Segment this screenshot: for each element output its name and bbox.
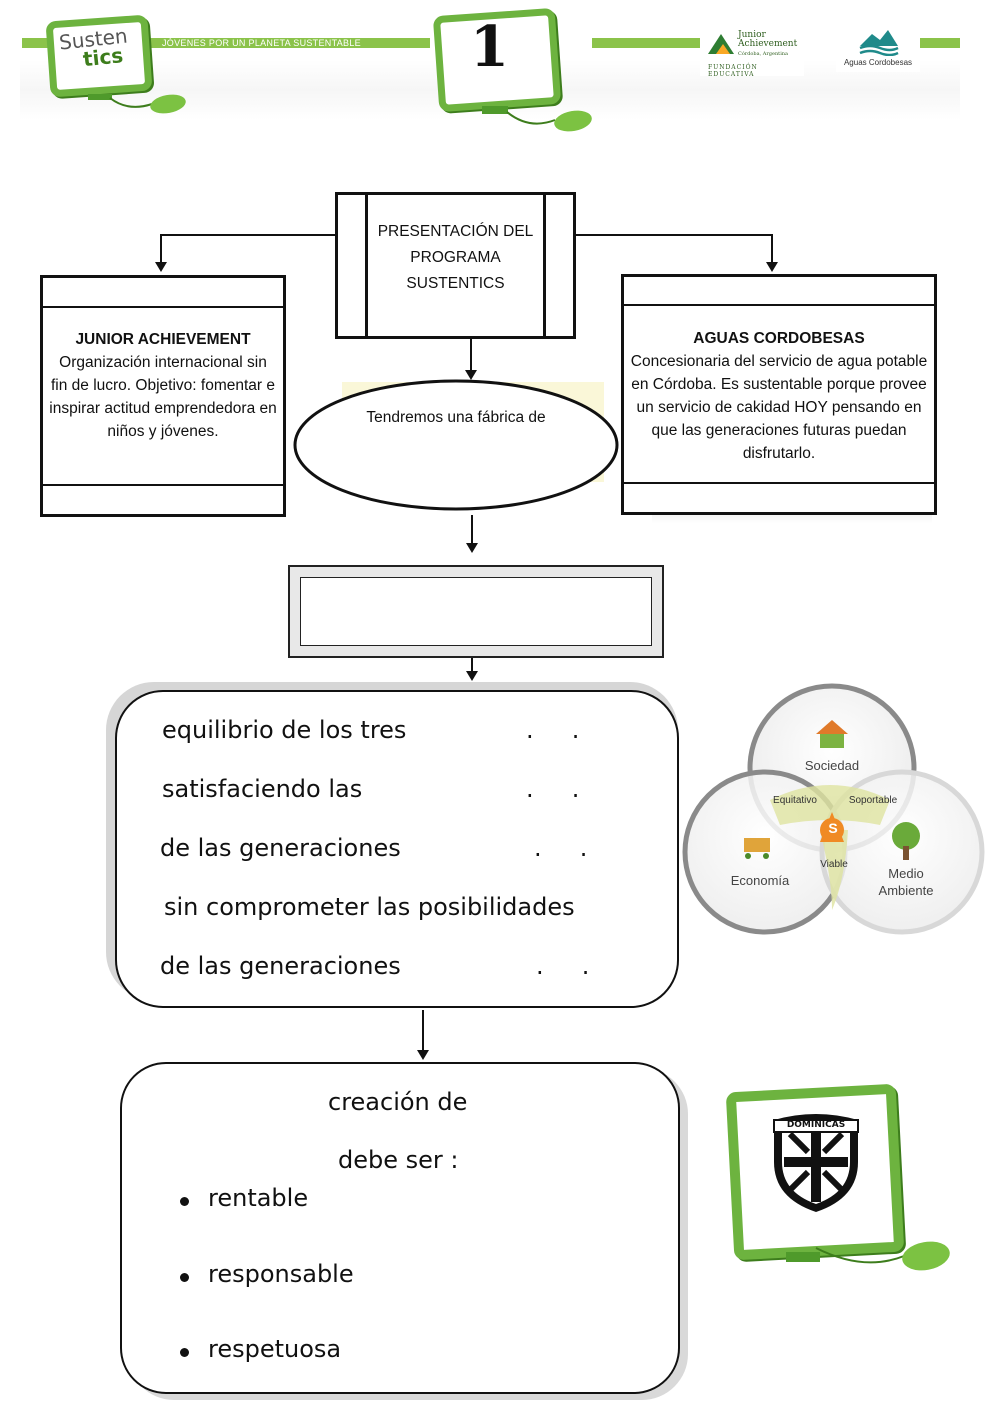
aguas-logo: Aguas Cordobesas [836, 26, 920, 72]
definition-line-1: equilibrio de los tres [162, 716, 407, 744]
venn-viable: Viable [820, 859, 848, 870]
connector-line [160, 234, 336, 236]
tagline: JÓVENES POR UN PLANETA SUSTENTABLE [162, 38, 361, 48]
arrow-head [417, 1050, 429, 1060]
definition-dots-1: . . [526, 716, 580, 744]
header-bar-right [920, 38, 960, 48]
school-banner: DOMINICAS [786, 1120, 846, 1130]
ellipse-text: Tendremos una fábrica de [366, 409, 546, 426]
connector-line [422, 1010, 424, 1050]
definition-dots-2: . . [526, 775, 580, 803]
ja-sub: FUNDACIÓN EDUCATIVA [708, 64, 758, 78]
venn-medio: Medio [888, 866, 924, 881]
venn-circles [682, 683, 985, 935]
mountain-icon [708, 34, 734, 54]
bottom-line1: creación de [328, 1088, 468, 1116]
venn-ambiente: Ambiente [878, 883, 934, 898]
bullet-icon [180, 1197, 189, 1206]
leaf-icon-2 [506, 110, 592, 132]
bottom-box [120, 1062, 680, 1394]
venn-sociedad: Sociedad [804, 758, 860, 773]
definition-dots-5: . . [536, 952, 590, 980]
connector-line [471, 515, 473, 545]
program-line3: SUSTENTICS [406, 275, 505, 292]
ja-line2: Achievement [738, 39, 798, 49]
bullet-icon [180, 1348, 189, 1357]
ja-title: JUNIOR ACHIEVEMENT [75, 331, 251, 348]
connector-line [471, 657, 473, 673]
arrow-head [155, 262, 167, 272]
aguas-body: Concesionaria del servicio de agua potab… [630, 353, 928, 462]
answer-field[interactable] [300, 577, 652, 646]
program-line1: PRESENTACIÓN DEL [377, 223, 534, 240]
shield-icon [773, 1114, 859, 1212]
definition-dots-3: . . [534, 834, 588, 862]
junior-achievement-box: JUNIOR ACHIEVEMENT Organización internac… [40, 275, 286, 517]
water-icon [859, 30, 899, 56]
definition-box [115, 690, 679, 1008]
venn-equitativo: Equitativo [773, 795, 817, 806]
bottom-line2: debe ser : [338, 1146, 459, 1174]
connector-line [574, 234, 772, 236]
arrow-head [766, 262, 778, 272]
list-item-responsable: responsable [208, 1260, 354, 1288]
list-item-rentable: rentable [208, 1184, 309, 1212]
leaf-icon [109, 94, 186, 114]
aguas-logo-text: Aguas Cordobesas [843, 58, 913, 67]
ellipse-shape [293, 379, 619, 511]
arrow-head [465, 370, 477, 380]
leaf-icon-3 [815, 1241, 950, 1271]
definition-line-2: satisfaciendo las [162, 775, 363, 803]
header-bar-left [22, 38, 430, 48]
program-box: PRESENTACIÓN DEL PROGRAMA SUSTENTICS [335, 192, 576, 339]
venn-economia: Economía [730, 873, 790, 888]
arrow-head [466, 543, 478, 553]
answer-box[interactable] [288, 565, 664, 658]
connector-line [470, 338, 472, 372]
list-item-respetuosa: respetuosa [208, 1335, 342, 1363]
logo-line2: tics [81, 43, 125, 72]
ja-line1: Junior [738, 30, 766, 40]
ja-line3: Córdoba, Argentina [738, 51, 788, 57]
arrow-head [466, 671, 478, 681]
bullet-icon [180, 1273, 189, 1282]
venn-center: S [828, 820, 838, 836]
connector-line [160, 234, 162, 264]
aguas-cordobesas-box: AGUAS CORDOBESAS Concesionaria del servi… [621, 274, 937, 515]
venn-soportable: Soportable [848, 795, 898, 806]
definition-line-4: sin comprometer las posibilidades [164, 893, 575, 921]
connector-line [771, 234, 773, 264]
header-bar-mid [592, 38, 700, 48]
definition-line-5: de las generaciones [160, 952, 401, 980]
page-number: 1 [470, 14, 509, 80]
ja-body: Organización internacional sin fin de lu… [49, 354, 277, 440]
ja-logo: Junior Achievement Córdoba, Argentina FU… [700, 20, 804, 78]
definition-line-3: de las generaciones [160, 834, 401, 862]
program-line2: PROGRAMA [410, 249, 501, 266]
aguas-title: AGUAS CORDOBESAS [693, 330, 865, 347]
